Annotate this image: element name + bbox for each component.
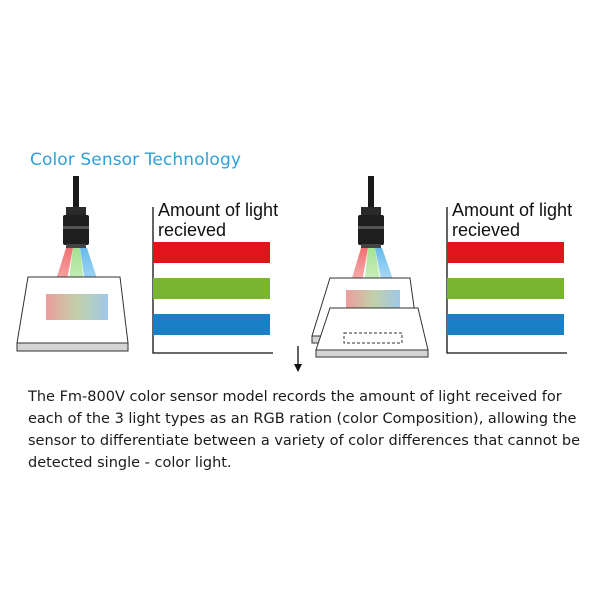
right-sensor-scene: Amount of light recieved (294, 176, 572, 372)
right-green-bar (447, 278, 564, 299)
left-red-bar (153, 242, 270, 263)
right-red-bar (447, 242, 564, 263)
right-chart-label-line1: Amount of light (452, 200, 572, 220)
color-sensor-icon (358, 207, 384, 248)
left-green-bar (153, 278, 270, 299)
target-plate (16, 276, 129, 352)
color-sensor-icon (63, 207, 89, 248)
sensor-cable (368, 176, 374, 210)
right-chart-label-line2: recieved (452, 220, 520, 240)
left-chart-label-line2: recieved (158, 220, 226, 240)
sensor-cable (73, 176, 79, 210)
target-plate-lower (315, 307, 429, 358)
left-sensor-scene: Amount of light recieved (16, 176, 278, 354)
right-blue-bar (447, 314, 564, 335)
arrow-down-icon (294, 346, 302, 372)
description-text: The Fm-800V color sensor model records t… (28, 389, 581, 471)
diagram-title: Color Sensor Technology (30, 150, 241, 170)
left-blue-bar (153, 314, 270, 335)
left-chart-label-line1: Amount of light (158, 200, 278, 220)
